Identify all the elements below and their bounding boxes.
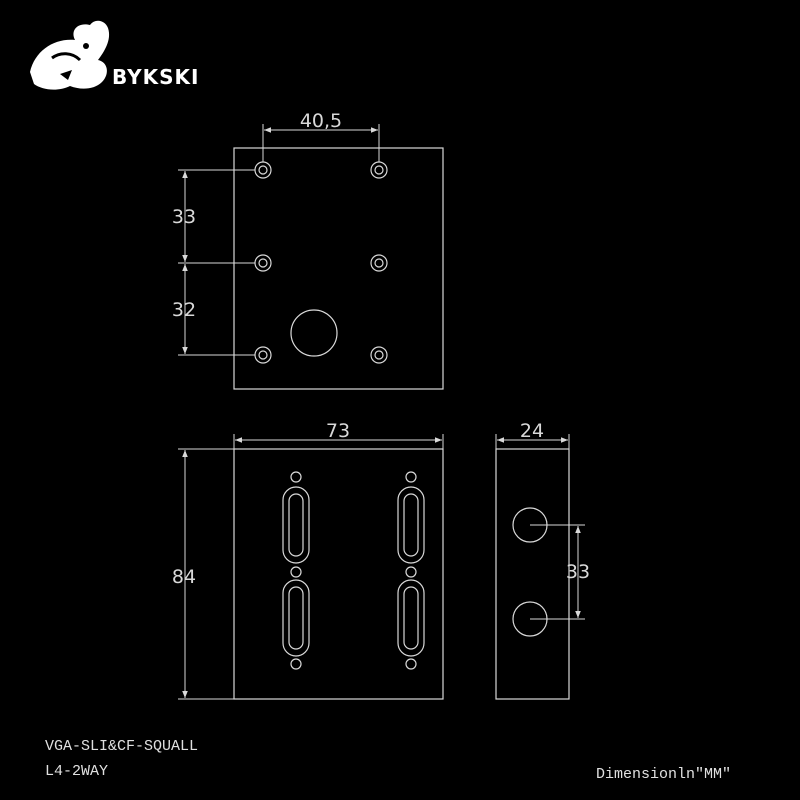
side-view: 24 33 <box>495 420 590 700</box>
brand-name: BYKSKI <box>112 65 199 89</box>
dim-hole-spacing-y1: 33 <box>172 169 255 264</box>
dim-hole-spacing-x: 40,5 <box>262 110 380 162</box>
dim-front-height: 84 <box>172 448 234 700</box>
center-port <box>290 309 338 357</box>
model-variant: L4-2WAY <box>45 763 109 780</box>
front-view: 73 84 <box>172 420 444 700</box>
dim-label-33-side: 33 <box>566 561 590 583</box>
top-view: 40,5 33 32 <box>172 110 444 390</box>
model-name: VGA-SLI&CF-SQUALL <box>45 738 199 755</box>
dim-label-24: 24 <box>520 420 544 442</box>
slot-column-left <box>282 471 310 670</box>
mounting-holes <box>254 161 388 364</box>
slot-column-right <box>397 471 425 670</box>
top-view-body <box>233 147 444 390</box>
front-view-body <box>233 448 444 700</box>
dragon-logo-icon <box>30 20 110 90</box>
dim-hole-spacing-y2: 32 <box>172 264 255 356</box>
dim-label-33: 33 <box>172 206 196 228</box>
dim-label-40-5: 40,5 <box>300 110 342 132</box>
dim-label-73: 73 <box>326 420 350 442</box>
side-view-body <box>495 448 570 700</box>
dim-side-width: 24 <box>495 420 570 449</box>
unit-note: Dimensionln"MM" <box>596 766 732 783</box>
dim-label-32: 32 <box>172 299 196 321</box>
dim-label-84: 84 <box>172 566 196 588</box>
dim-side-port-spacing: 33 <box>530 524 590 620</box>
dim-front-width: 73 <box>233 420 444 449</box>
